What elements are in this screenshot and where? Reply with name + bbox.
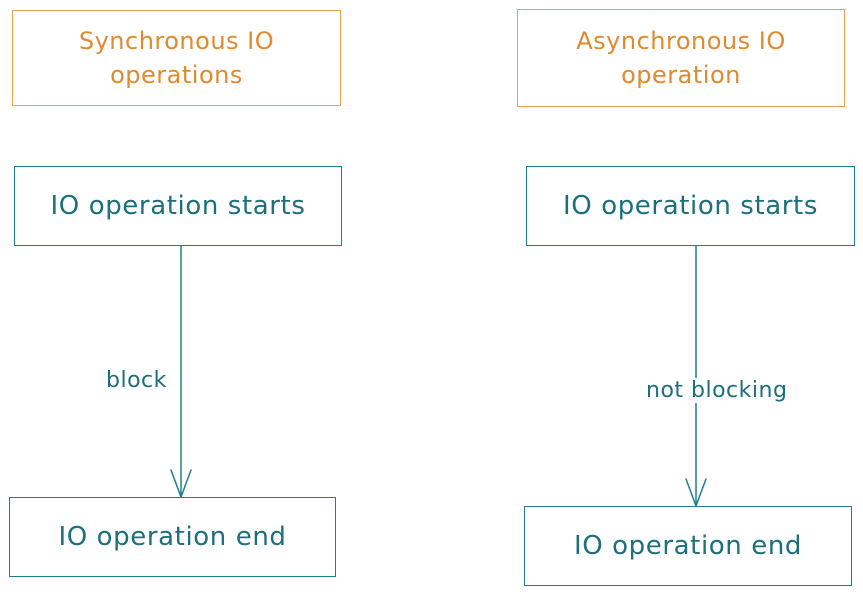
async-arrow <box>685 245 707 509</box>
sync-edge-label: block <box>104 368 169 393</box>
sync-title: Synchronous IO operations <box>78 27 275 89</box>
async-end-label: IO operation end <box>573 531 803 561</box>
sync-end-node: IO operation end <box>9 497 336 577</box>
sync-end-label: IO operation end <box>58 522 287 552</box>
sync-start-label: IO operation starts <box>50 191 306 221</box>
async-title-box: Asynchronous IO operation <box>517 9 845 107</box>
async-start-label: IO operation starts <box>563 191 818 221</box>
async-edge-label: not blocking <box>644 378 790 403</box>
async-start-node: IO operation starts <box>526 166 855 246</box>
async-end-node: IO operation end <box>524 506 852 586</box>
sync-title-box: Synchronous IO operations <box>12 10 341 106</box>
sync-start-node: IO operation starts <box>14 166 342 246</box>
async-title: Asynchronous IO operation <box>576 27 786 89</box>
sync-arrow <box>170 245 192 500</box>
